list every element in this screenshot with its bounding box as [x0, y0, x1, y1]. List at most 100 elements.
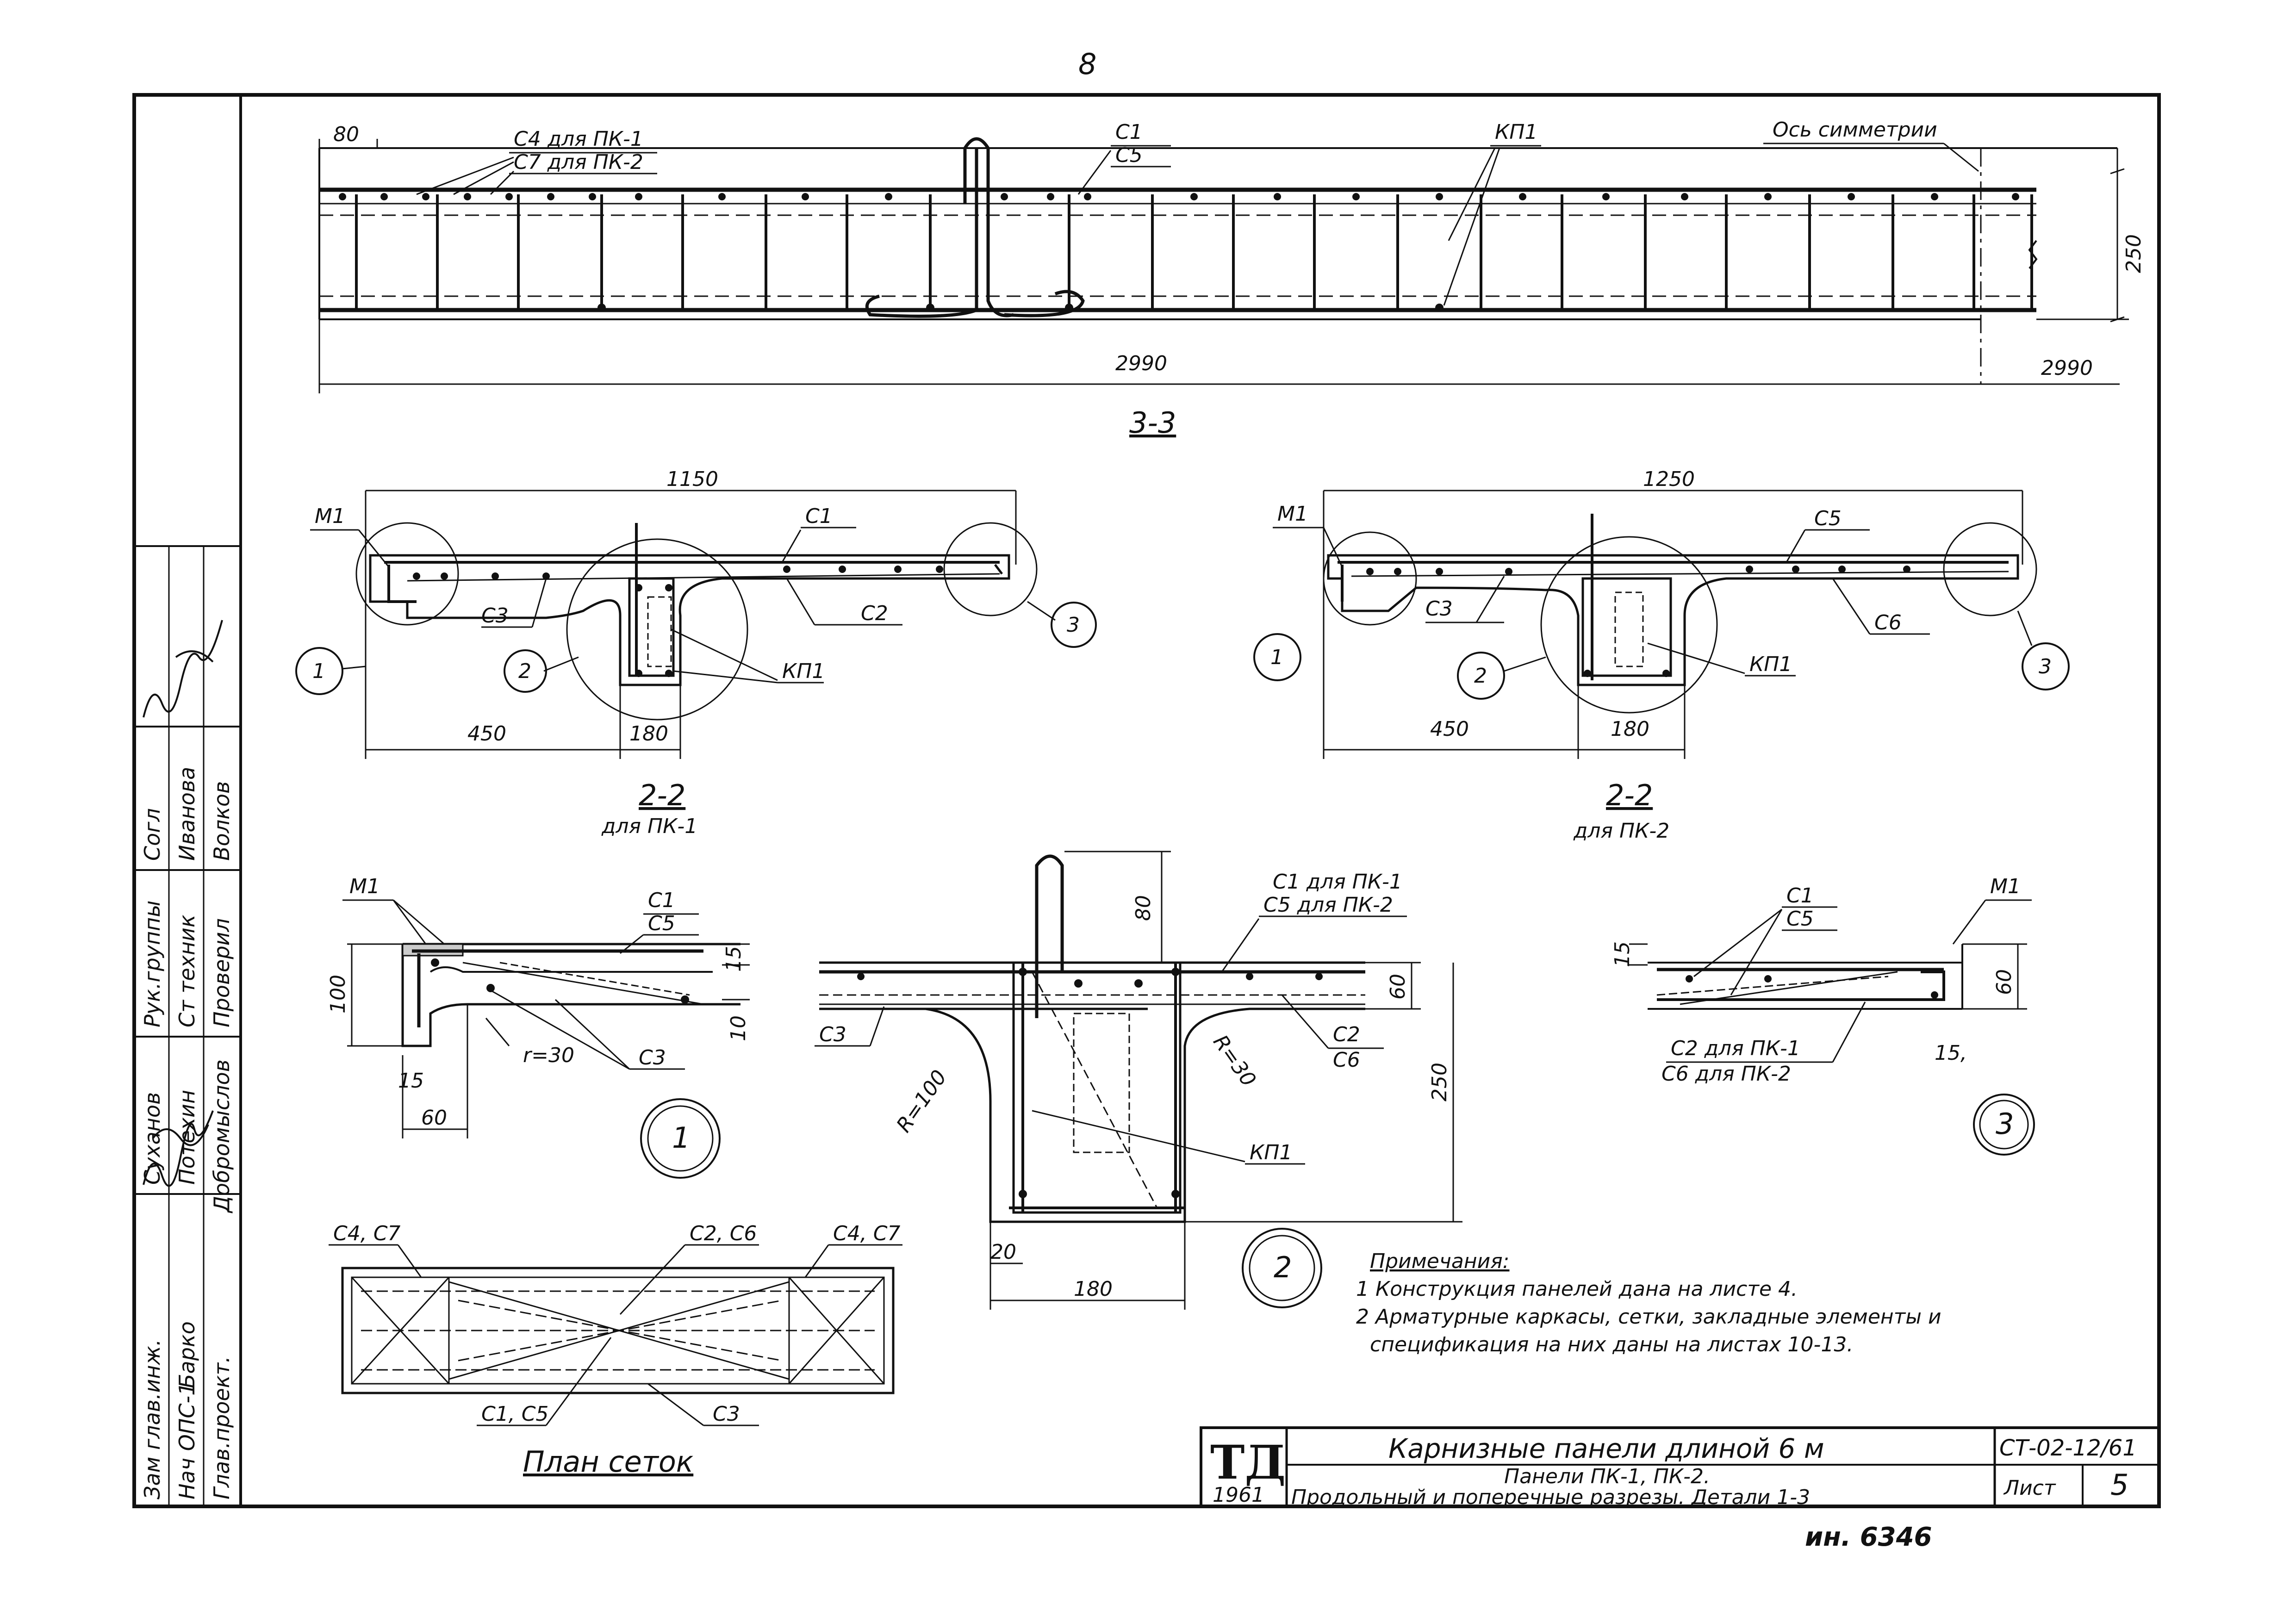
- label-r30: R=30: [1208, 1031, 1261, 1091]
- label-c5: С5: [1786, 907, 1814, 931]
- label-c1: С1: [648, 889, 675, 912]
- label-kp1: КП1: [1495, 120, 1537, 144]
- dim-length: 2990: [1115, 352, 1167, 375]
- section-pk1: 1150 1 2 3 М1 С1 С3 С2 КП1: [295, 467, 1097, 838]
- detail-1: 100 15 10 15 60 М1 С1 С5 С3 r=30 1: [326, 875, 750, 1179]
- title-block: ТД 1961 Карнизные панели длиной 6 м Пане…: [1200, 1426, 2160, 1552]
- callout-3: 3: [2039, 655, 2052, 678]
- label-c3: С3: [481, 604, 509, 628]
- dim-15: 15: [1611, 941, 1634, 967]
- notes: Примечания: 1 Конструкция панелей дана н…: [1356, 1250, 1941, 1356]
- label-c3: С3: [819, 1023, 846, 1046]
- detail-2-number: 2: [1274, 1250, 1292, 1284]
- detail-3: 15 60 15, М1 С1 С5 С2 для ПК-1 С6 для ПК…: [1611, 875, 2035, 1156]
- label-c4c7-right: С4, С7: [833, 1222, 900, 1245]
- dim-half-length: 2990: [2041, 356, 2093, 380]
- callout-1: 1: [312, 659, 325, 683]
- sheet-frame: [132, 93, 2161, 1508]
- label-m1: М1: [1277, 502, 1308, 526]
- dim-450: 450: [1430, 717, 1469, 741]
- dim-15a: 15: [722, 946, 746, 972]
- detail-3-number: 3: [1996, 1107, 2014, 1141]
- dim-height: 250: [2122, 234, 2146, 273]
- label-c2c6: С2, С6: [690, 1222, 757, 1245]
- label-c5: С5: [648, 912, 675, 935]
- dim-15b: 15: [398, 1069, 424, 1093]
- label-c4: С4 для ПК-1: [514, 127, 643, 151]
- stamp-role-8: Согл: [140, 808, 165, 861]
- label-symmetry-axis: Ось симметрии: [1773, 118, 1937, 142]
- stamp-role-6: Ст техник: [174, 914, 199, 1027]
- dim-450: 450: [467, 722, 506, 746]
- dim-180: 180: [629, 722, 668, 746]
- label-m1: М1: [349, 875, 380, 898]
- dim-60: 60: [1992, 969, 2016, 995]
- side-stamp: Зам глав.инж. Нач ОПС-1 Глав.проект. Сух…: [134, 545, 241, 1506]
- sheet-number: 5: [2110, 1468, 2128, 1502]
- stamp-role-1: Зам глав.инж.: [140, 1339, 165, 1499]
- subtitle-1: Панели ПК-1, ПК-2.: [1504, 1465, 1710, 1488]
- callout-1: 1: [1270, 646, 1283, 669]
- page-number: 8: [1078, 47, 1096, 81]
- stamp-role-3: Глав.проект.: [209, 1356, 234, 1499]
- stamp-name-3: Добромыслов: [209, 1059, 234, 1213]
- label-c1-pk1: С1 для ПК-1: [1273, 870, 1402, 894]
- sheet-label: Лист: [2003, 1476, 2056, 1500]
- mesh-plan: С4, С7 С2, С6 С4, С7 С1, С5 С3 План сето…: [329, 1222, 902, 1479]
- dim-80: 80: [333, 123, 359, 146]
- dim-20: 20: [990, 1240, 1016, 1264]
- signature: [143, 620, 223, 718]
- section-pk2-title: 2-2: [1606, 778, 1653, 812]
- label-c2: С2: [861, 602, 888, 625]
- dim-180: 180: [1611, 717, 1649, 741]
- notes-heading: Примечания:: [1370, 1250, 1510, 1273]
- stamp-name-1: Суханов: [140, 1092, 165, 1185]
- stamp-role-7: Проверил: [209, 918, 234, 1027]
- dim-15b: 15,: [1935, 1041, 1967, 1065]
- note-2: 2 Арматурные каркасы, сетки, закладные э…: [1356, 1305, 1941, 1329]
- note-3: спецификация на них даны на листах 10-13…: [1370, 1333, 1853, 1356]
- label-c6: С6: [1333, 1048, 1360, 1072]
- section-pk2: 1250 1 2 3 М1 С5 С3 С6 КП1: [1253, 467, 2070, 843]
- callout-2: 2: [518, 659, 531, 683]
- signature: [143, 1110, 214, 1187]
- inventory-number: ин. 6346: [1805, 1522, 1932, 1552]
- stamp-role-2: Нач ОПС-1: [174, 1382, 199, 1499]
- label-kp1: КП1: [1749, 653, 1792, 676]
- label-c3: С3: [639, 1046, 666, 1070]
- label-c2-pk1: С2 для ПК-1: [1671, 1037, 1800, 1060]
- label-c3: С3: [1425, 597, 1453, 621]
- longitudinal-section: 250 2990 2990 80 С4 для ПК-1 С7 для ПК-2…: [318, 118, 2146, 393]
- subtitle-2: Продольный и поперечные разрезы. Детали …: [1291, 1486, 1810, 1509]
- label-c3: С3: [713, 1402, 740, 1426]
- label-c1: С1: [1115, 120, 1143, 144]
- label-m1: М1: [315, 504, 345, 528]
- stamp-name-4: Барко: [174, 1321, 199, 1388]
- dim-60: 60: [421, 1106, 447, 1130]
- label-kp1: КП1: [1250, 1141, 1292, 1164]
- note-1: 1 Конструкция панелей дана на листе 4.: [1356, 1277, 1798, 1301]
- drawing-code: СТ-02-12/61: [1999, 1435, 2137, 1461]
- label-c6: С6: [1874, 611, 1902, 634]
- dim-250: 250: [1428, 1063, 1451, 1101]
- section-pk2-subtitle: для ПК-2: [1573, 819, 1669, 843]
- mesh-plan-title: План сеток: [523, 1445, 694, 1479]
- dim-1150: 1150: [666, 467, 718, 491]
- label-c7: С7 для ПК-2: [514, 150, 643, 174]
- label-m1: М1: [1990, 875, 2021, 898]
- sheet-title: Карнизные панели длиной 6 м: [1388, 1433, 1824, 1464]
- label-r30: r=30: [523, 1044, 574, 1067]
- callout-2: 2: [1474, 664, 1487, 688]
- label-c5: С5: [1814, 507, 1842, 530]
- section-pk1-title: 2-2: [639, 778, 685, 812]
- dim-180: 180: [1074, 1277, 1113, 1301]
- dim-1250: 1250: [1643, 467, 1695, 491]
- label-c5-pk2: С5 для ПК-2: [1263, 893, 1393, 917]
- dim-80: 80: [1132, 895, 1155, 921]
- stamp-name-5: Иванова: [174, 767, 199, 861]
- stamp-role-4: Рук.группы: [140, 901, 165, 1027]
- callout-3: 3: [1067, 613, 1080, 637]
- label-c4c7-left: С4, С7: [333, 1222, 400, 1245]
- detail-1-number: 1: [672, 1121, 690, 1155]
